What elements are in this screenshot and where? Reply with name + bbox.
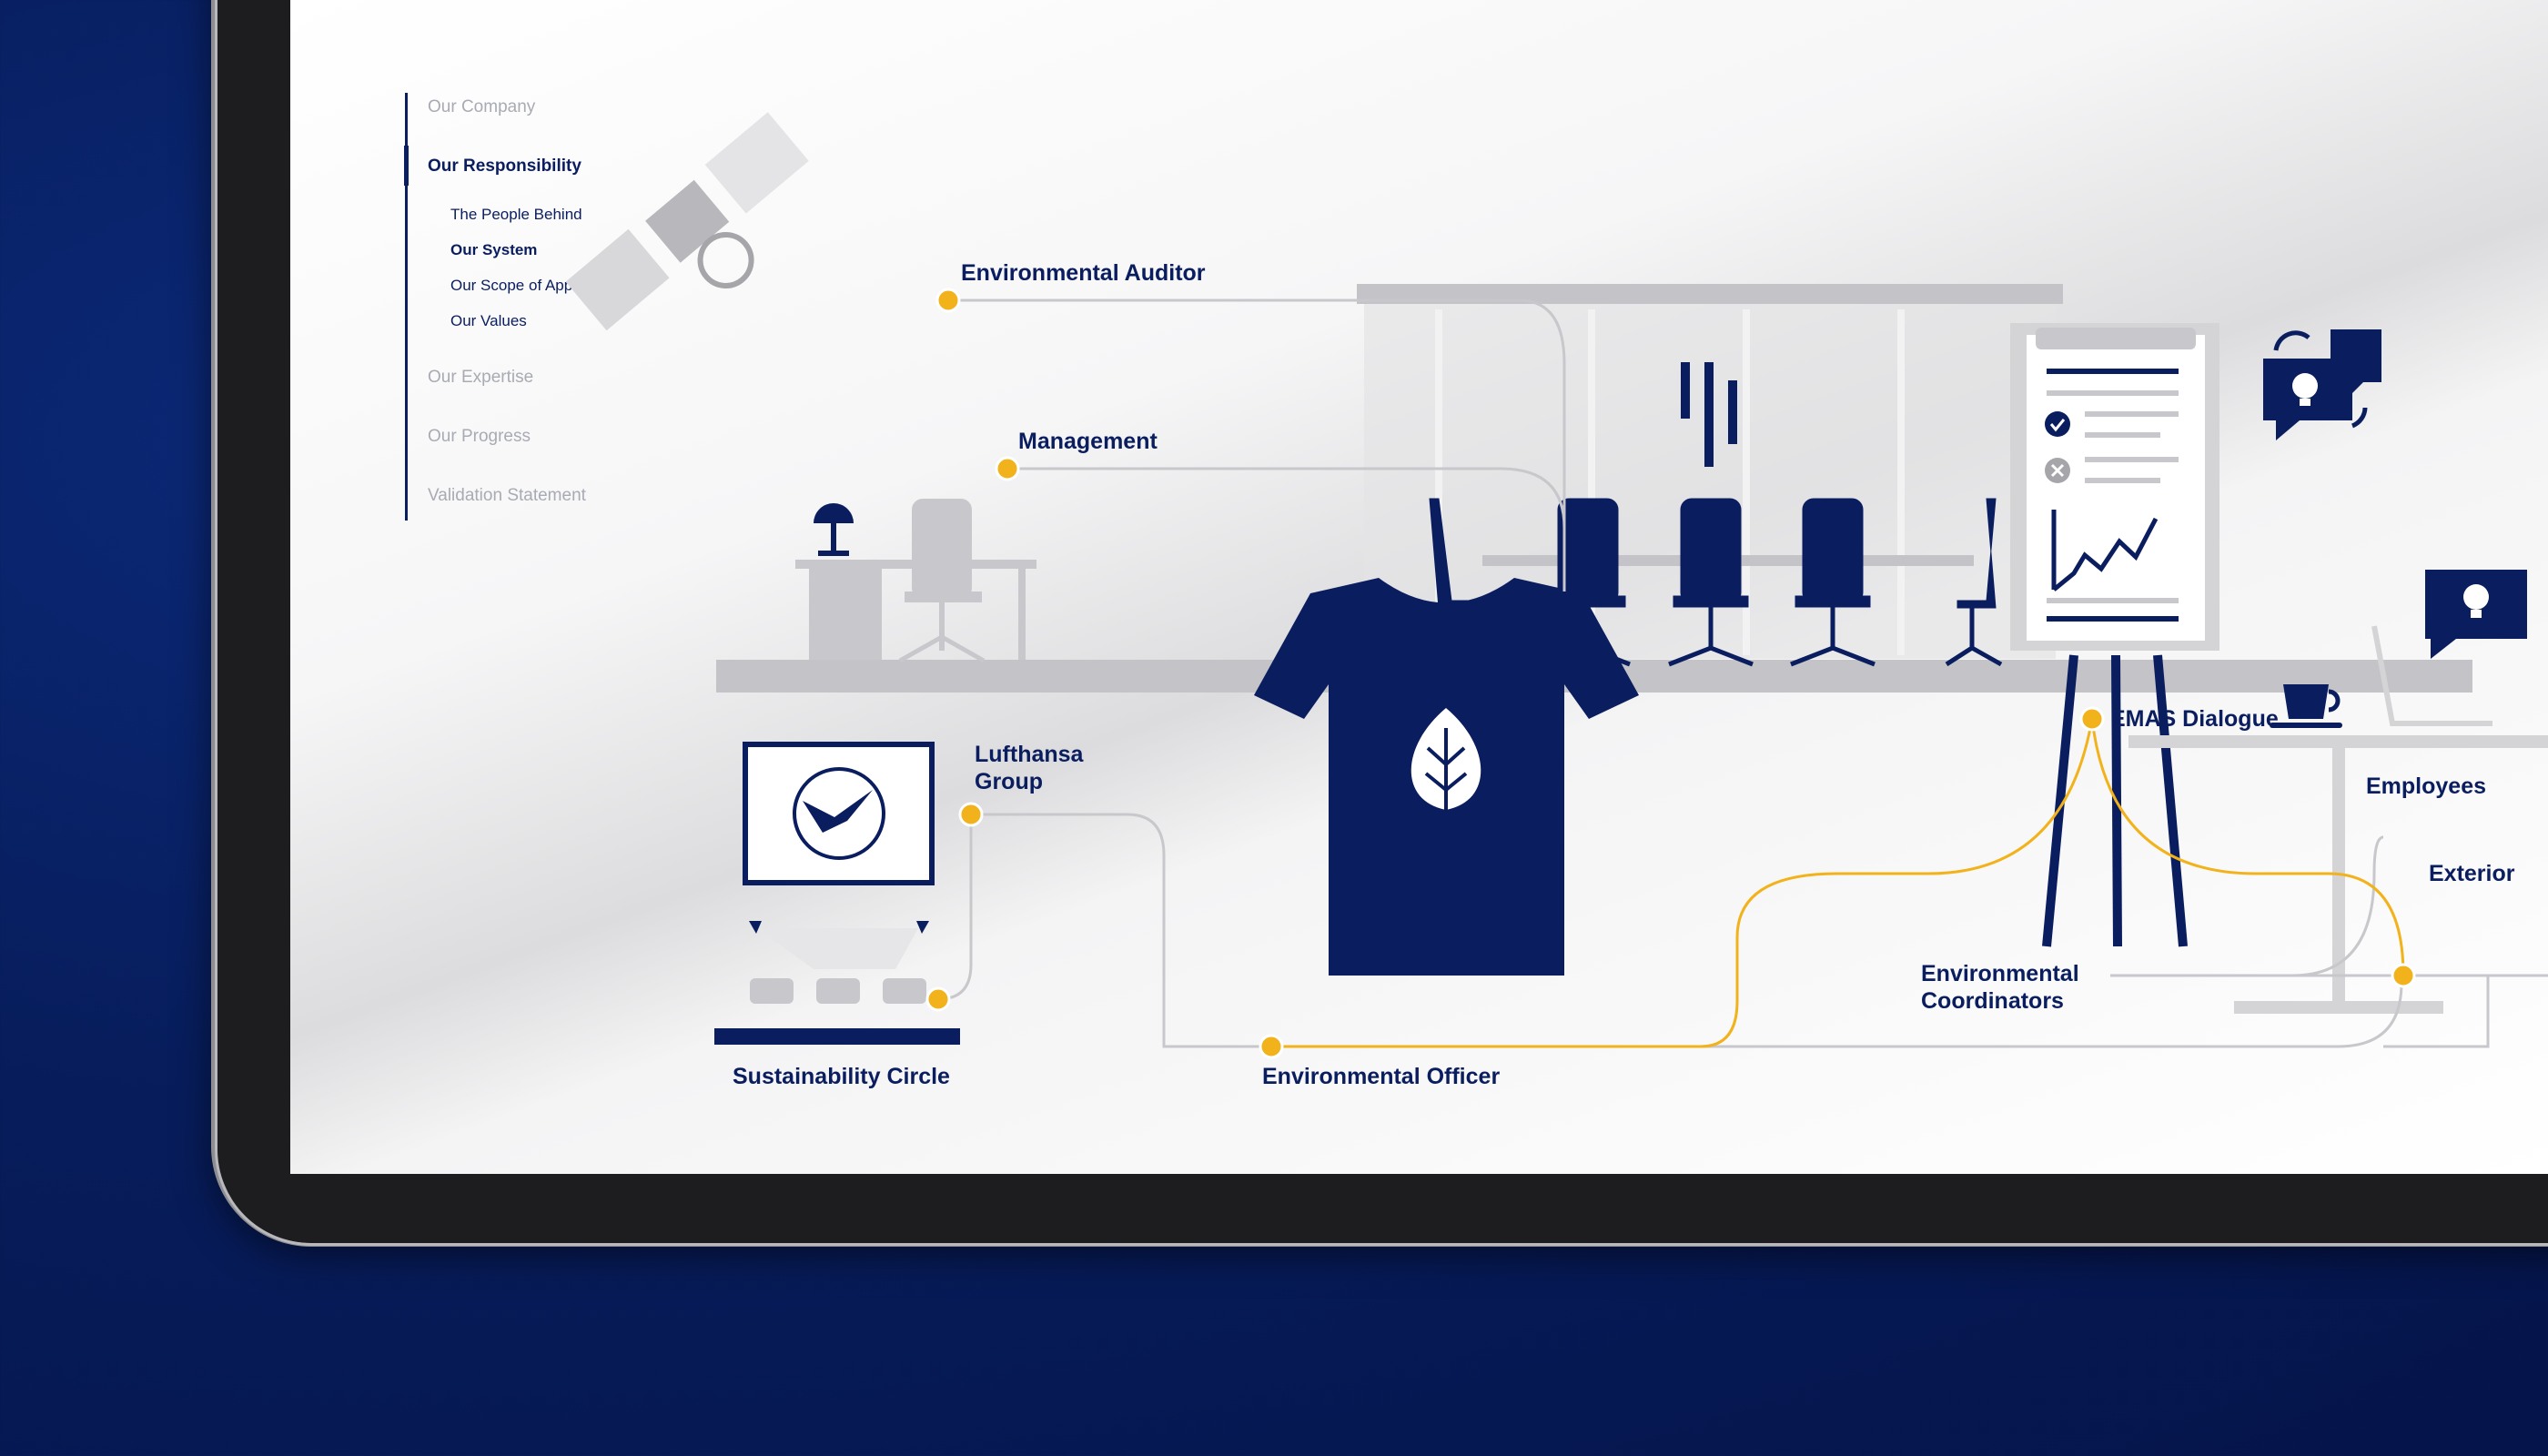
nav-item-our-company[interactable]: Our Company (428, 97, 536, 116)
node-lufthansa-group (958, 802, 984, 827)
emas-connection-lines (1271, 718, 2405, 1048)
label-emas-dialogue[interactable]: EMAS Dialogue (2110, 706, 2279, 732)
label-management[interactable]: Management (1018, 429, 1158, 454)
office-desk-icon (795, 499, 1036, 663)
flipchart-easel-icon (2010, 323, 2219, 947)
nav-item-our-progress[interactable]: Our Progress (428, 427, 531, 446)
nav-subitem-our-values[interactable]: Our Values (450, 312, 527, 329)
tshirt-leaf-icon (1254, 578, 1639, 976)
label-sustainability-circle[interactable]: Sustainability Circle (733, 1064, 950, 1089)
nav-subitem-the-people-behind[interactable]: The People Behind (450, 206, 582, 223)
idea-exchange-icon (2263, 329, 2381, 440)
organisation-diagram (565, 112, 2548, 1059)
label-environmental-officer[interactable]: Environmental Officer (1262, 1064, 1501, 1089)
desk-lamp-icon (814, 503, 854, 556)
node-environmental-auditor (935, 288, 961, 313)
nav-subitem-our-system[interactable]: Our System (450, 241, 538, 258)
diagram-nodes (925, 288, 2416, 1059)
coffee-cup-icon (2270, 684, 2342, 728)
node-environmental-officer (1259, 1034, 1284, 1059)
nav-item-validation-statement[interactable]: Validation Statement (428, 486, 586, 505)
label-environmental-coordinators-line1[interactable]: Environmental (1921, 961, 2079, 986)
label-environmental-auditor[interactable]: Environmental Auditor (961, 260, 1206, 286)
node-environmental-coordinators (2391, 963, 2416, 988)
node-management (995, 456, 1020, 481)
nav-item-our-expertise[interactable]: Our Expertise (428, 368, 534, 387)
node-sustainability-circle (925, 986, 951, 1012)
label-exterior[interactable]: Exterior (2429, 861, 2515, 886)
sustainability-circle-stage (714, 921, 960, 1045)
node-emas-dialogue (2079, 706, 2105, 732)
satellite-icon (565, 112, 809, 331)
idea-bubble-icon (2425, 570, 2527, 659)
label-lufthansa-group-line2[interactable]: Group (975, 769, 1043, 794)
label-employees[interactable]: Employees (2366, 774, 2487, 799)
nav-item-our-responsibility[interactable]: Our Responsibility (428, 157, 581, 176)
lufthansa-monitor-icon (743, 742, 935, 885)
nav-active-marker (404, 146, 409, 186)
label-environmental-coordinators-line2[interactable]: Coordinators (1921, 988, 2064, 1014)
tablet-screen: Our Company Our Responsibility The Peopl… (290, 0, 2548, 1174)
cafe-table-icon (2128, 625, 2548, 1014)
label-lufthansa-group-line1[interactable]: Lufthansa (975, 742, 1084, 767)
